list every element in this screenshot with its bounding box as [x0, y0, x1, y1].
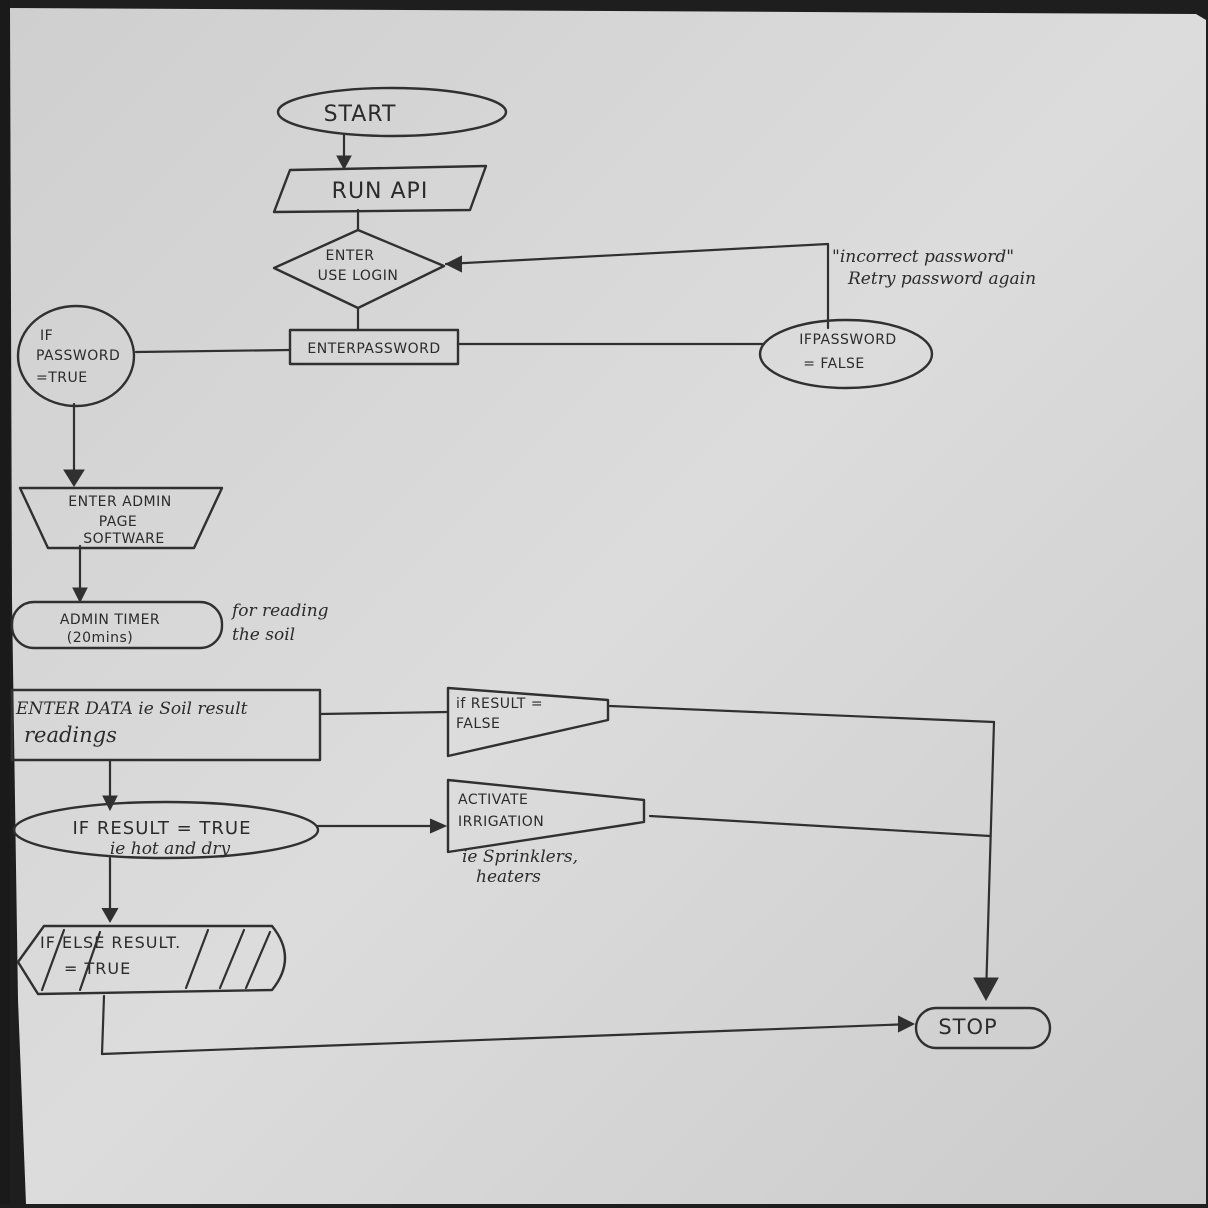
password-true-circle: [16, 304, 136, 408]
node-password-false: IFPASSWORD = FALSE: [758, 318, 934, 390]
password-false-line1: IFPASSWORD: [799, 332, 896, 348]
node-enter-data: ENTER DATA ie Soil result readings: [10, 688, 322, 762]
else-hatch-3: [184, 928, 210, 990]
incorrect-password-note: "incorrect password" Retry password agai…: [832, 247, 1036, 289]
else-hatch-4: [218, 928, 246, 990]
login-diamond: [272, 228, 446, 310]
connector-false-to-login: [444, 242, 830, 266]
timer-note-line2: the soil: [232, 625, 295, 645]
incorrect-password-line1: "incorrect password": [832, 247, 1014, 267]
stop-terminator: [914, 1006, 1052, 1050]
node-enter-password: ENTERPASSWORD: [288, 328, 460, 366]
node-stop: STOP: [914, 1006, 1052, 1050]
else-hatch-5: [244, 930, 272, 990]
else-result-display-shape: [16, 924, 287, 996]
login-label-line2: USE LOGIN: [318, 268, 399, 284]
connector-false-to-rail: [608, 704, 996, 724]
connector-else-down: [100, 994, 106, 1056]
admin-page-trapezoid: [18, 486, 224, 550]
admin-timer-rounded-box: [10, 600, 224, 650]
run-api-label: RUN API: [332, 179, 429, 204]
irrigation-note-line1: ie Sprinklers,: [462, 847, 578, 867]
connector-password-to-true: [134, 348, 292, 354]
login-label-line1: ENTER: [326, 248, 375, 264]
arrowhead-run-api: [336, 155, 352, 171]
password-true-line1: IF: [40, 328, 53, 344]
else-hatch-2: [78, 930, 102, 992]
admin-page-line1: ENTER ADMIN: [68, 494, 171, 510]
paper-edge-shadow: [0, 0, 10, 1204]
node-admin-page: ENTER ADMIN PAGE SOFTWARE: [18, 486, 224, 550]
else-hatch-1: [40, 928, 66, 992]
admin-timer-line2: (20mins): [67, 630, 133, 646]
result-false-line2: FALSE: [456, 716, 500, 732]
admin-page-line3: SOFTWARE: [83, 531, 165, 547]
result-false-shape: [446, 686, 610, 758]
enter-data-line2: readings: [24, 723, 117, 747]
password-true-line2: PASSWORD: [36, 348, 120, 364]
arrowhead-admin: [63, 469, 85, 487]
enter-data-box: [10, 688, 322, 762]
activate-irrigation-line1: ACTIVATE: [458, 792, 528, 808]
password-true-line3: =TRUE: [36, 370, 88, 386]
start-terminator: [276, 86, 508, 138]
node-password-true: IF PASSWORD =TRUE: [16, 304, 136, 408]
run-api-parallelogram: [272, 164, 488, 214]
arrowhead-stop-rail: [973, 977, 999, 1002]
irrigation-note: ie Sprinklers, heaters: [462, 847, 578, 887]
node-else-result: IF ELSE RESULT. = TRUE: [16, 924, 287, 996]
else-result-line2: = TRUE: [64, 959, 131, 978]
arrowhead-else: [101, 907, 119, 924]
password-false-ellipse: [758, 318, 934, 390]
result-true-line2: ie hot and dry: [110, 839, 231, 859]
arrowhead-login: [444, 255, 463, 273]
connector-activate-to-rail: [648, 814, 992, 838]
irrigation-note-line2: heaters: [476, 867, 541, 887]
result-true-line1: IF RESULT = TRUE: [73, 818, 252, 839]
node-start: START: [276, 86, 508, 138]
else-result-line1: IF ELSE RESULT.: [40, 933, 181, 952]
incorrect-password-line2: Retry password again: [847, 269, 1036, 289]
password-label: ENTERPASSWORD: [307, 341, 440, 357]
arrowhead-timer: [72, 587, 88, 604]
node-enter-login: ENTER USE LOGIN: [272, 228, 446, 310]
stop-label: STOP: [938, 1015, 997, 1039]
node-result-true: IF RESULT = TRUE ie hot and dry: [12, 800, 320, 860]
connector-else-to-stop: [100, 1022, 914, 1056]
result-true-ellipse: [12, 800, 320, 860]
password-false-line2: = FALSE: [803, 356, 865, 372]
activate-irrigation-line2: IRRIGATION: [458, 814, 544, 830]
password-process-box: [288, 328, 460, 366]
activate-irrigation-shape: [446, 778, 646, 854]
connector-rail-to-stop: [984, 720, 996, 998]
timer-note: for reading the soil: [230, 601, 329, 645]
node-activate-irrigation: ACTIVATE IRRIGATION: [446, 778, 646, 854]
admin-page-line2: PAGE: [99, 514, 138, 530]
arrowhead-stop: [897, 1015, 916, 1033]
start-label: START: [324, 102, 397, 127]
connector-data-to-false: [318, 710, 450, 716]
result-false-line1: if RESULT =: [456, 696, 543, 712]
paper-sheet: [10, 8, 1206, 1204]
timer-note-line1: for reading: [230, 601, 329, 621]
enter-data-line1: ENTER DATA ie Soil result: [15, 699, 248, 719]
admin-timer-line1: ADMIN TIMER: [60, 612, 160, 628]
node-result-false: if RESULT = FALSE: [446, 686, 610, 758]
arrowhead-activate: [429, 818, 448, 834]
node-admin-timer: ADMIN TIMER (20mins): [10, 600, 224, 650]
node-run-api: RUN API: [272, 164, 488, 214]
